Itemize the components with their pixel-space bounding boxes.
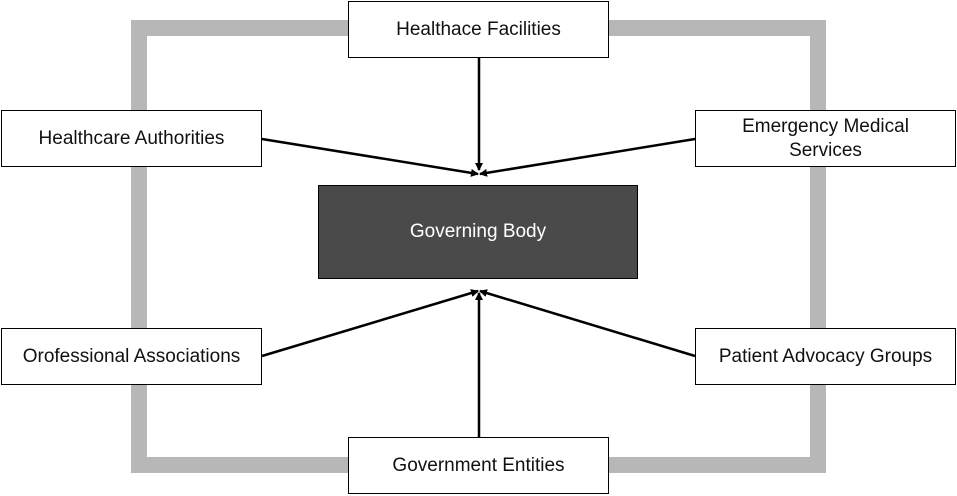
emergency-medical-services-line2: Services bbox=[789, 139, 862, 161]
government-entities-box: Government Entities bbox=[348, 437, 609, 494]
patient-advocacy-groups-label: Patient Advocacy Groups bbox=[718, 345, 933, 367]
patient-advocacy-groups-box: Patient Advocacy Groups bbox=[695, 328, 956, 385]
governing-body-box: Governing Body bbox=[318, 185, 638, 279]
emergency-medical-services-line1: Emergency Medical bbox=[742, 115, 909, 137]
arrow-bottom-right bbox=[479, 289, 696, 358]
arrow-top-left bbox=[261, 137, 479, 177]
healthcare-facilities-box: Healthace Facilities bbox=[348, 1, 609, 58]
emergency-medical-services-box: Emergency Medical Services bbox=[695, 110, 956, 167]
governing-body-label: Governing Body bbox=[409, 221, 547, 242]
arrow-bottom-left bbox=[261, 289, 479, 358]
professional-associations-label: Orofessional Associations bbox=[22, 345, 241, 367]
healthcare-facilities-label: Healthace Facilities bbox=[396, 18, 561, 40]
healthcare-authorities-box: Healthcare Authorities bbox=[1, 110, 262, 167]
healthcare-authorities-label: Healthcare Authorities bbox=[38, 127, 225, 149]
arrow-top-right bbox=[479, 137, 696, 177]
government-entities-label: Government Entities bbox=[392, 454, 565, 476]
professional-associations-box: Orofessional Associations bbox=[1, 328, 262, 385]
